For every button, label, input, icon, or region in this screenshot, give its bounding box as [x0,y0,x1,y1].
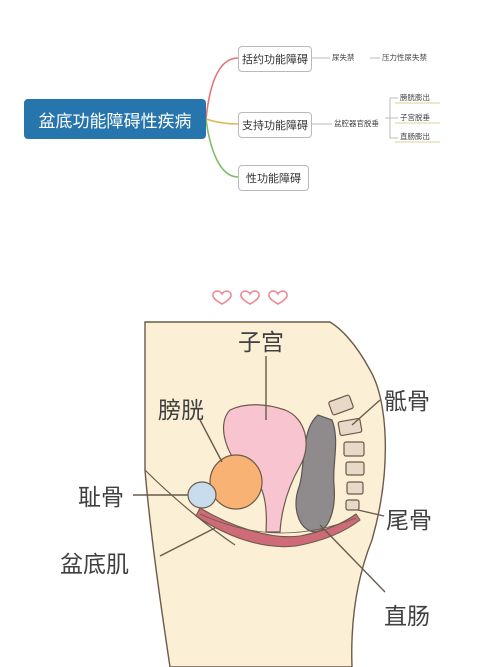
label-coccyx: 尾骨 [386,508,432,534]
bladder [209,454,263,510]
heart-icon [240,290,260,305]
leader-coccyx [357,509,385,517]
mind-map-connectors [205,57,440,178]
connector-red [205,57,239,120]
heart-icon [268,290,288,305]
label-sacrum: 骶骨 [384,389,430,415]
muscle-line [199,513,357,534]
pelvic-anatomy-diagram: 子宫 膀胱 骶骨 耻骨 尾骨 盆底肌 直肠 [0,270,500,667]
branch-sphincter: 括约功能障碍 [238,46,312,72]
leaf-incontinence: 尿失禁 [332,53,355,62]
leader-bladder [199,419,223,463]
anatomy-illustration [133,290,386,667]
heart-icon [212,290,232,305]
pelvic-floor-muscle [195,507,361,548]
leaf-stress-incontinence: 压力性尿失禁 [382,53,427,62]
branch-sexual: 性功能障碍 [238,165,309,191]
connector-green [205,118,239,178]
inner-fold [144,469,236,546]
label-uterus: 子宫 [238,330,284,356]
root-node: 盆底功能障碍性疾病 [24,99,206,139]
hearts-decoration [212,290,288,305]
leader-rectum [319,524,386,593]
pubis-bone [187,481,217,509]
label-pubis: 耻骨 [78,485,124,511]
connector-fan [385,97,398,139]
branch-support: 支持功能障碍 [238,112,312,138]
sacrum-bone [328,394,365,511]
leaf-prolapse: 盆腔器官脱垂 [334,119,379,128]
connector-yellow [205,118,239,125]
label-rectum: 直肠 [384,604,430,630]
label-pelvic-floor: 盆底肌 [60,552,129,578]
leader-pelvic-floor [159,527,216,557]
leader-sacrum [351,399,381,426]
leaf-rectocele: 直肠膨出 [400,132,430,141]
mind-map: 盆底功能障碍性疾病 括约功能障碍 支持功能障碍 性功能障碍 尿失禁 压力性尿失禁… [0,0,500,230]
leaf-cystocele: 膀胱膨出 [400,93,430,102]
label-bladder: 膀胱 [158,398,204,424]
leaf-uterine-prolapse: 子宫脱垂 [400,113,430,122]
